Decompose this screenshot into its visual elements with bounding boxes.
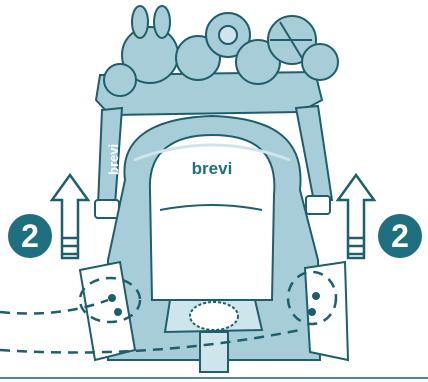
up-arrow-right: [338, 175, 374, 258]
seat-brand-logo: brevi: [192, 159, 233, 178]
up-arrow-left: [52, 175, 88, 258]
toy-bar: [96, 6, 338, 115]
step-number-badge: 2: [8, 214, 52, 258]
step-number-badge: 2: [378, 214, 422, 258]
arm-brand-logo: brevi: [106, 144, 121, 175]
side-adjuster-right: [305, 262, 348, 360]
